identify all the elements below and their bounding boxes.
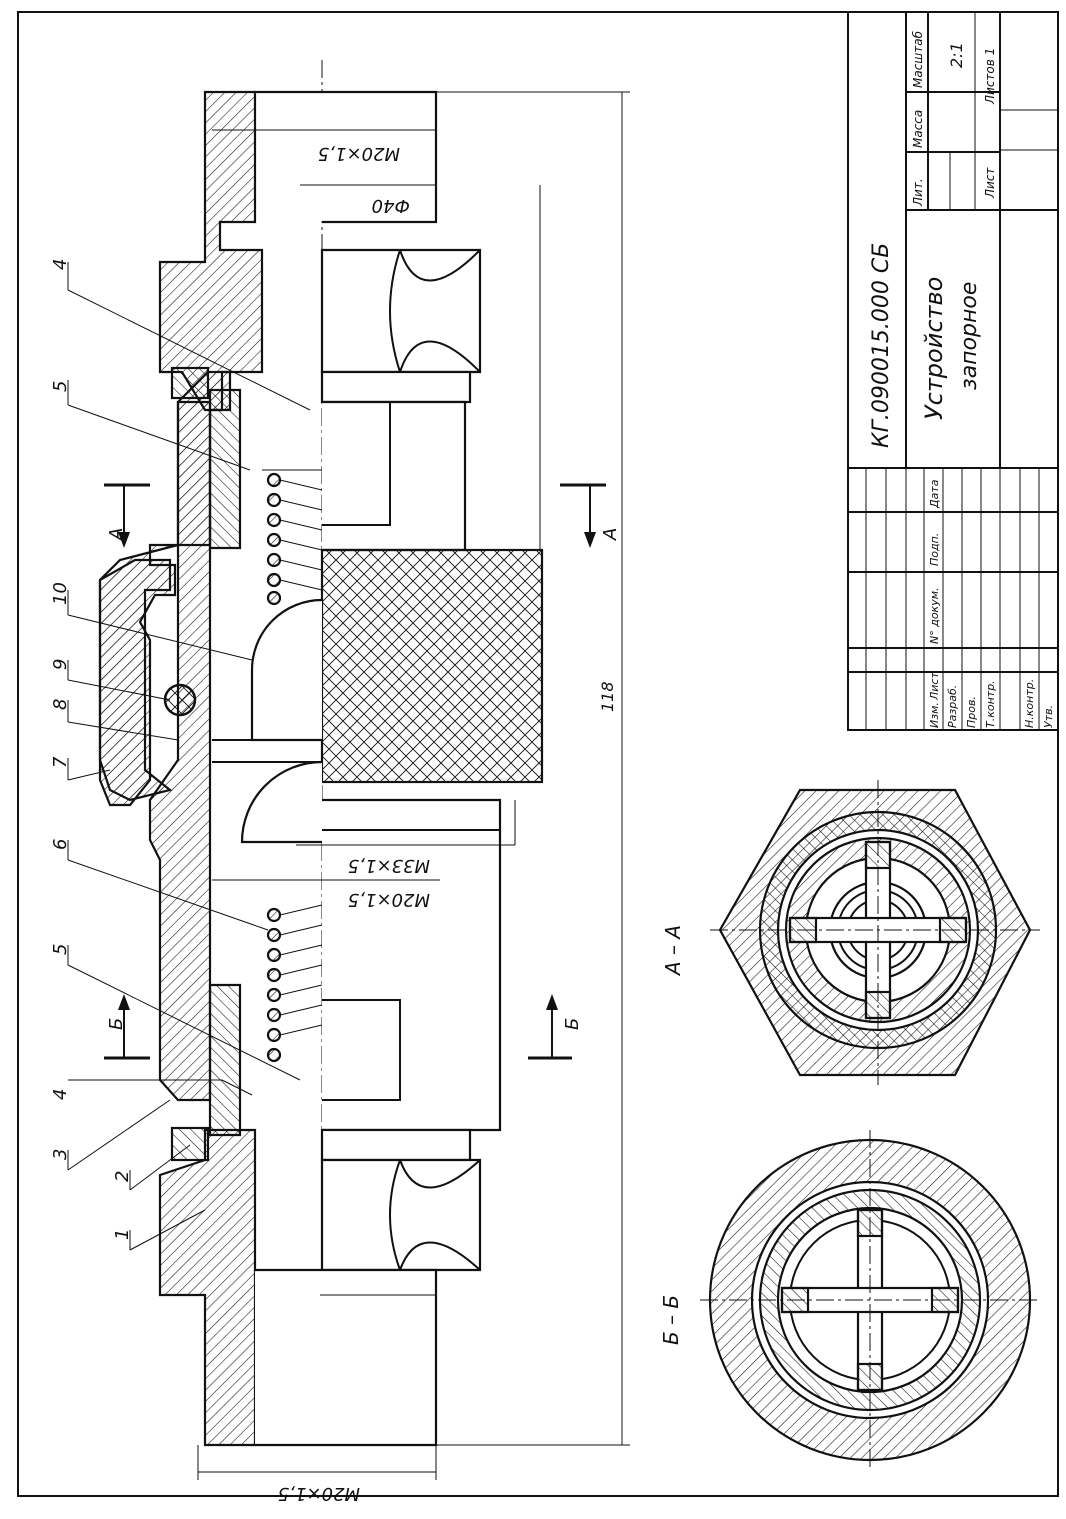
leader-label-6: 6 (50, 839, 71, 850)
part-1-top-fitting (158, 90, 264, 412)
leader-label-9: 9 (50, 659, 71, 670)
dim-thread-top: M20×1,5 (318, 143, 400, 164)
section-aa-label: А – А (661, 925, 685, 977)
section-view-bb (700, 1130, 1040, 1470)
dim-thread-bottom: M20×1,5 (278, 1483, 360, 1504)
head-sign: Подп. (928, 533, 941, 566)
part-leaders (67, 262, 311, 1251)
title-block (847, 11, 1059, 731)
top-fitting-outer (255, 90, 438, 224)
section-mark-b-right: Б (562, 1018, 583, 1030)
dim-length: 118 (598, 681, 617, 712)
col-lit-label: Лит. (911, 178, 925, 207)
spring-bottom (266, 904, 323, 1063)
leader-label-3: 3 (50, 1149, 71, 1160)
dim-diameter: Ф40 (372, 195, 410, 216)
main-section-view (98, 60, 630, 1480)
leader-label-5-top: 5 (50, 381, 71, 392)
row-tkontr: Т.контр. (984, 680, 997, 728)
head-izm: Изм. (928, 702, 941, 728)
scale-value: 2:1 (947, 42, 966, 68)
ball-top (250, 598, 323, 742)
top-hex-nut (320, 248, 482, 374)
row-prov: Пров. (965, 696, 978, 728)
section-mark-b-left: Б (106, 1018, 127, 1030)
leader-label-8: 8 (50, 699, 71, 710)
spring-top (262, 469, 323, 606)
part-4-sleeve-top (208, 388, 242, 550)
part-2-ring-top (170, 366, 210, 400)
col-scale-label: Масштаб (911, 30, 925, 88)
leader-label-7: 7 (50, 756, 71, 768)
ball-bottom (240, 760, 323, 844)
o-ring (163, 683, 197, 717)
drawing-designation: КГ.090015.000 СБ (869, 243, 894, 448)
section-view-aa (710, 780, 1040, 1085)
dim-thread-mid-big: M33×1,5 (348, 855, 430, 876)
head-date: Дата (928, 479, 941, 509)
bottom-washer (320, 1128, 472, 1162)
sheet-label: Лист (983, 167, 997, 199)
row-utv: Утв. (1042, 705, 1055, 728)
sheet-frame (17, 11, 1059, 1497)
section-mark-a-left: А (106, 528, 127, 541)
part-7-union-nut (98, 558, 173, 802)
leader-label-4-bottom: 4 (50, 1089, 71, 1100)
top-washer (320, 370, 472, 404)
row-nkontr: Н.контр. (1023, 679, 1036, 728)
part-1-bottom-fitting (158, 1128, 257, 1447)
leader-label-1: 1 (112, 1229, 133, 1240)
section-cut-marks (104, 483, 606, 1060)
section-bb-label: Б – Б (659, 1295, 683, 1345)
drawing-name-line1: Устройство (920, 277, 948, 420)
drawing-name-line2: запорное (957, 282, 982, 390)
leader-label-5-bottom: 5 (50, 944, 71, 955)
sheets-label: Листов 1 (983, 48, 997, 105)
head-list: Лист (928, 672, 941, 701)
leader-label-4-top: 4 (50, 259, 71, 270)
part-4-sleeve-bottom (208, 983, 242, 1137)
leader-label-10: 10 (50, 582, 71, 605)
part-2-ring-bottom (170, 1126, 210, 1162)
bottom-hex-nut (320, 1158, 482, 1272)
knurled-coupling (320, 548, 544, 784)
section-mark-a-right: А (600, 528, 621, 541)
row-razrab: Разраб. (946, 685, 959, 728)
leader-label-2: 2 (112, 1171, 133, 1182)
head-doc: N° докум. (928, 587, 941, 644)
col-mass-label: Масса (911, 110, 925, 148)
dim-thread-mid-small: M20×1,5 (348, 889, 430, 910)
